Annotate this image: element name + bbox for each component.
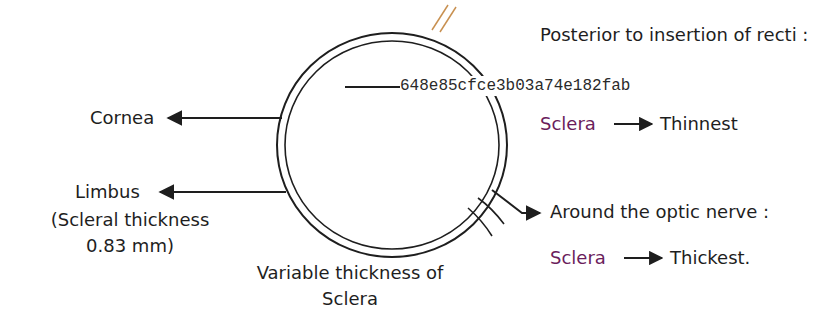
text-arrow xyxy=(614,123,652,125)
leader-arrow xyxy=(492,190,540,213)
top-mark xyxy=(432,5,448,30)
part-label: Limbus xyxy=(75,179,160,205)
leader-arrow xyxy=(168,117,282,119)
region-note: Posterior to insertion of recti : xyxy=(540,22,830,48)
sclera-outer xyxy=(277,33,507,257)
region-note: Around the optic nerve : xyxy=(550,199,835,225)
thickness-note: Thickest. xyxy=(670,245,810,271)
watermark: 648e85cfce3b03a74e182fab xyxy=(400,76,630,96)
optic-nerve xyxy=(468,208,492,236)
optic-nerve xyxy=(478,198,504,224)
part-label: Cornea xyxy=(90,105,165,131)
caption-note: Variable thickness of Sclera xyxy=(250,260,450,312)
dimension-note: (Scleral thickness 0.83 mm) xyxy=(30,207,230,259)
thickness-note: Thinnest xyxy=(660,111,780,137)
tissue-name: Sclera xyxy=(550,245,622,271)
tissue-name: Sclera xyxy=(540,111,612,137)
leader-arrow xyxy=(160,191,286,193)
sclera-inner xyxy=(285,41,499,249)
text-arrow xyxy=(624,257,662,259)
top-mark xyxy=(440,7,456,32)
